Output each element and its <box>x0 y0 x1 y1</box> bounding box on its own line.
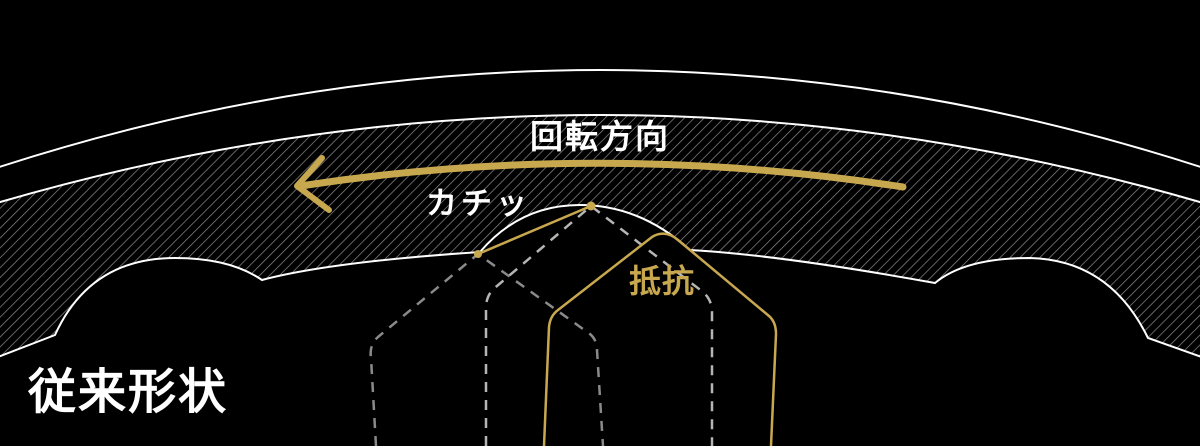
rotation-direction-label: 回転方向 <box>530 117 670 156</box>
shape-title: 従来形状 <box>28 364 229 420</box>
hatched-rim-band <box>0 114 1200 358</box>
click-label: カチッ <box>426 186 531 222</box>
contact-point-right <box>586 201 596 211</box>
pawl-outline-dashed-right <box>484 204 714 446</box>
resistance-label: 抵抗 <box>629 262 695 300</box>
outer-arc-line <box>0 69 1200 168</box>
click-contact-line <box>477 204 592 256</box>
arrow-left-icon <box>294 155 332 213</box>
contact-point-left <box>474 250 482 258</box>
pawl-outline-resistance <box>542 232 778 446</box>
rotation-arrow-shaft <box>296 159 907 191</box>
